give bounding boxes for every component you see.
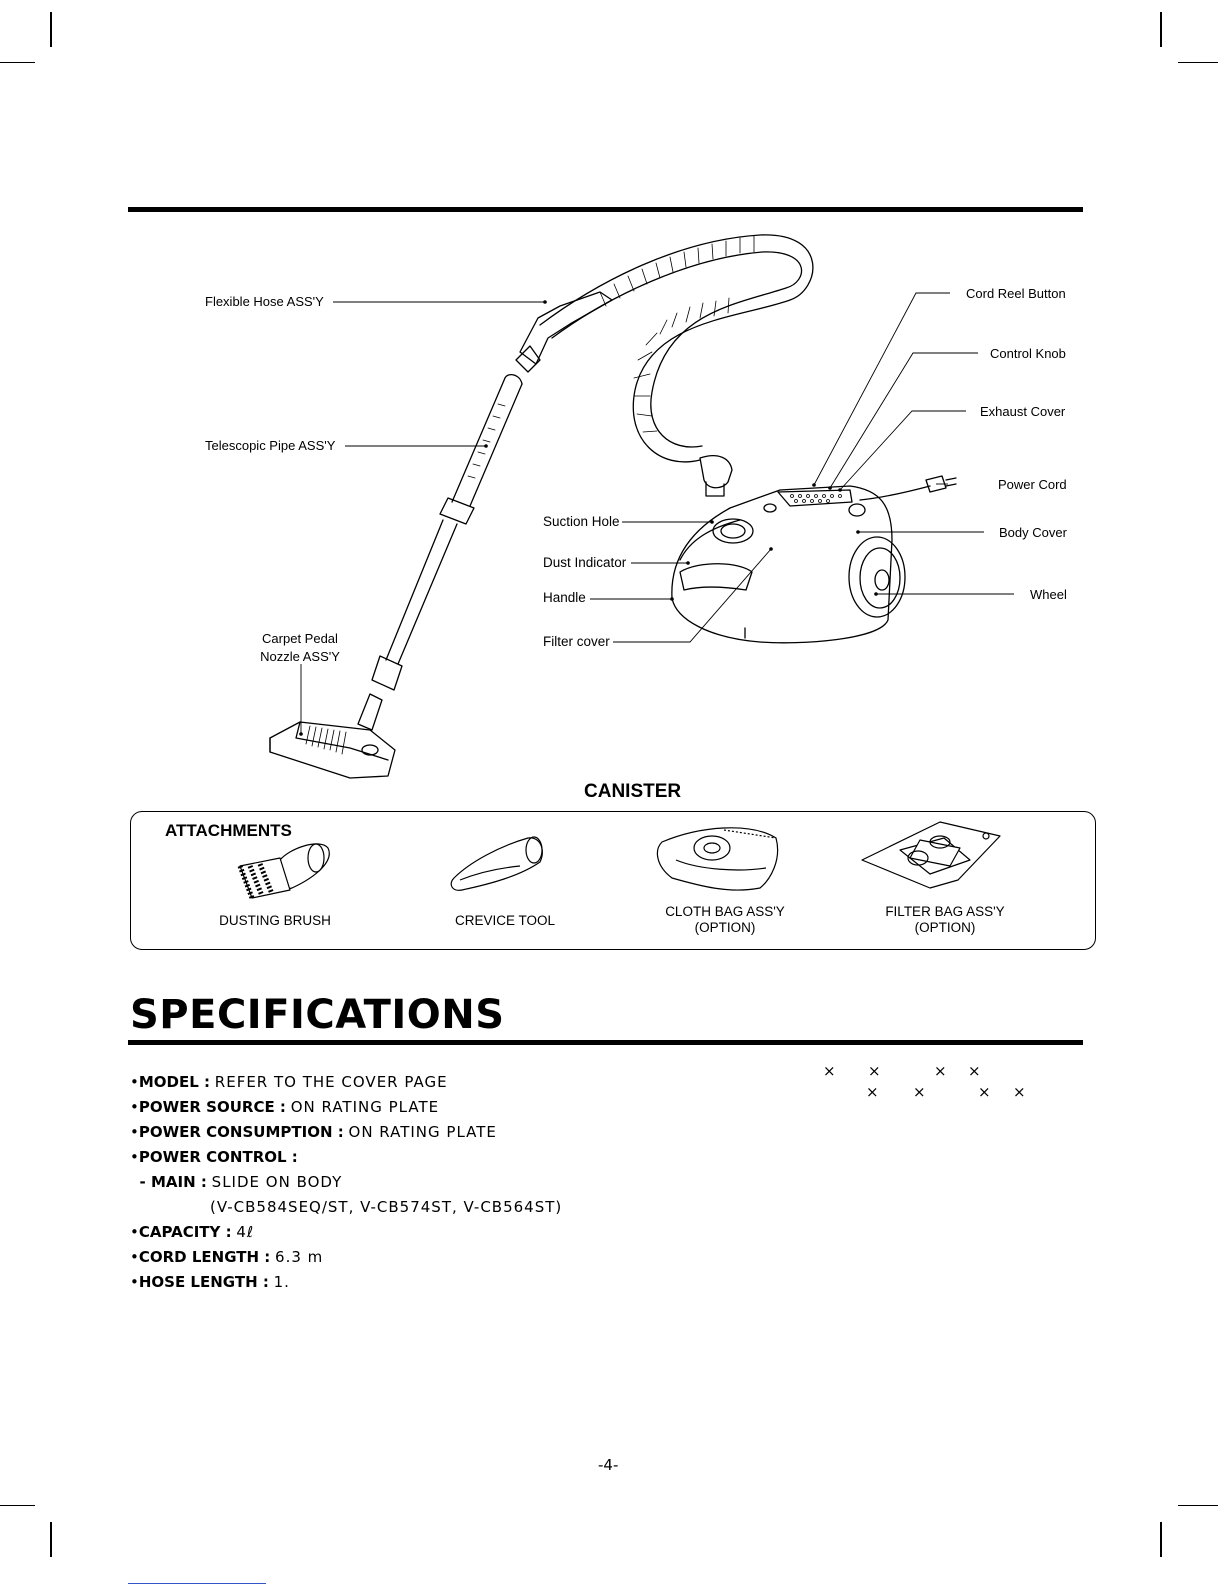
spec-power-consumption: •POWER CONSUMPTION : ON RATING PLATE	[130, 1123, 497, 1141]
page-number: -4-	[598, 1456, 619, 1474]
spec-hose-length: •HOSE LENGTH : 1.	[130, 1273, 290, 1291]
spec-value: REFER TO THE COVER PAGE	[214, 1073, 448, 1091]
label-cord-reel-button: Cord Reel Button	[966, 286, 1066, 301]
label-filter-cover: Filter cover	[543, 634, 610, 649]
cloth-bag-icon	[656, 827, 779, 891]
attachment-label: CREVICE TOOL	[454, 913, 556, 928]
spec-key: CAPACITY :	[138, 1223, 232, 1241]
attachments-drawings	[237, 821, 1001, 899]
telescopic-pipe-drawing	[371, 373, 523, 691]
crop-mark	[0, 1505, 35, 1506]
crop-mark	[0, 62, 35, 63]
filter-bag-icon	[861, 821, 1001, 889]
attachment-cloth-bag: CLOTH BAG ASS'Y (OPTION)	[650, 904, 800, 936]
label-carpet-pedal: Carpet Pedal Nozzle ASS'Y	[250, 630, 350, 666]
canister-body-drawing	[671, 475, 957, 644]
spec-value: ON RATING PLATE	[348, 1123, 497, 1141]
dimension-mark: ×	[1013, 1083, 1026, 1101]
label-dust-indicator: Dust Indicator	[543, 555, 627, 570]
spec-key: POWER CONTROL :	[138, 1148, 298, 1166]
dimension-mark: ×	[868, 1062, 881, 1080]
dimension-mark: ×	[823, 1062, 836, 1080]
attachments-title: ATTACHMENTS	[165, 821, 292, 840]
carpet-nozzle-drawing	[269, 693, 396, 779]
spec-model: •MODEL : REFER TO THE COVER PAGE	[130, 1073, 448, 1091]
spec-power-source: •POWER SOURCE : ON RATING PLATE	[130, 1098, 440, 1116]
label-flexible-hose: Flexible Hose ASS'Y	[205, 294, 324, 309]
attachment-crevice-tool: CREVICE TOOL	[445, 913, 565, 928]
spec-key: - MAIN :	[139, 1173, 207, 1191]
spec-value: ON RATING PLATE	[290, 1098, 440, 1116]
label-carpet-pedal-line1: Carpet Pedal	[262, 631, 338, 646]
spec-value: SLIDE ON BODY	[211, 1173, 343, 1191]
spec-capacity: •CAPACITY : 4ℓ	[130, 1223, 255, 1241]
label-power-cord: Power Cord	[998, 477, 1067, 492]
dimension-mark: ×	[866, 1083, 879, 1101]
attachment-filter-bag: FILTER BAG ASS'Y (OPTION)	[870, 904, 1020, 936]
spec-key: HOSE LENGTH :	[138, 1273, 269, 1291]
attachment-label: CLOTH BAG ASS'Y	[665, 904, 785, 919]
canister-caption: CANISTER	[584, 781, 682, 802]
attachment-note: (OPTION)	[694, 920, 756, 935]
specifications-rule	[128, 1040, 1083, 1045]
dimension-mark: ×	[978, 1083, 991, 1101]
label-wheel: Wheel	[1030, 587, 1067, 602]
crevice-tool-icon	[450, 836, 543, 891]
attachment-dusting-brush: DUSTING BRUSH	[215, 913, 335, 928]
label-handle: Handle	[543, 590, 586, 605]
spec-value: 6.3 m	[275, 1248, 324, 1266]
flexible-hose-drawing	[515, 234, 814, 497]
label-suction-hole: Suction Hole	[543, 514, 620, 529]
spec-value: 4ℓ	[236, 1223, 255, 1241]
crop-mark	[50, 1522, 52, 1557]
spec-power-control: •POWER CONTROL :	[130, 1148, 298, 1166]
vacuum-diagram	[269, 234, 1014, 779]
crop-mark	[1178, 1505, 1218, 1506]
spec-key: POWER SOURCE :	[138, 1098, 286, 1116]
attachment-label: FILTER BAG ASS'Y	[885, 904, 1005, 919]
label-body-cover: Body Cover	[999, 525, 1067, 540]
crop-mark	[1160, 12, 1162, 47]
specifications-list: •MODEL : REFER TO THE COVER PAGE •POWER …	[130, 1070, 562, 1295]
dimension-mark: ×	[913, 1083, 926, 1101]
dimension-mark: ×	[934, 1062, 947, 1080]
spec-value: (V-CB584SEQ/ST, V-CB574ST, V-CB564ST)	[210, 1198, 563, 1216]
specifications-title: SPECIFICATIONS	[130, 992, 505, 1038]
spec-value: 1.	[273, 1273, 290, 1291]
spec-key: POWER CONSUMPTION :	[138, 1123, 344, 1141]
bottom-link-underline	[128, 1583, 266, 1584]
crop-mark	[1178, 62, 1218, 63]
dimension-mark: ×	[968, 1062, 981, 1080]
spec-main: - MAIN : SLIDE ON BODY	[130, 1170, 562, 1195]
spec-main-models: (V-CB584SEQ/ST, V-CB574ST, V-CB564ST)	[130, 1195, 562, 1220]
label-control-knob: Control Knob	[990, 346, 1066, 361]
spec-cord-length: •CORD LENGTH : 6.3 m	[130, 1248, 324, 1266]
crop-mark	[1160, 1522, 1162, 1557]
label-exhaust-cover: Exhaust Cover	[980, 404, 1066, 419]
label-carpet-pedal-line2: Nozzle ASS'Y	[260, 649, 340, 664]
crop-mark	[50, 12, 52, 47]
attachments-panel	[130, 811, 1096, 950]
label-telescopic-pipe: Telescopic Pipe ASS'Y	[205, 438, 336, 453]
dusting-brush-icon	[237, 843, 330, 899]
spec-key: MODEL :	[138, 1073, 211, 1091]
attachment-label: DUSTING BRUSH	[219, 913, 331, 928]
spec-key: CORD LENGTH :	[138, 1248, 271, 1266]
attachment-note: (OPTION)	[914, 920, 976, 935]
top-rule	[128, 207, 1083, 212]
